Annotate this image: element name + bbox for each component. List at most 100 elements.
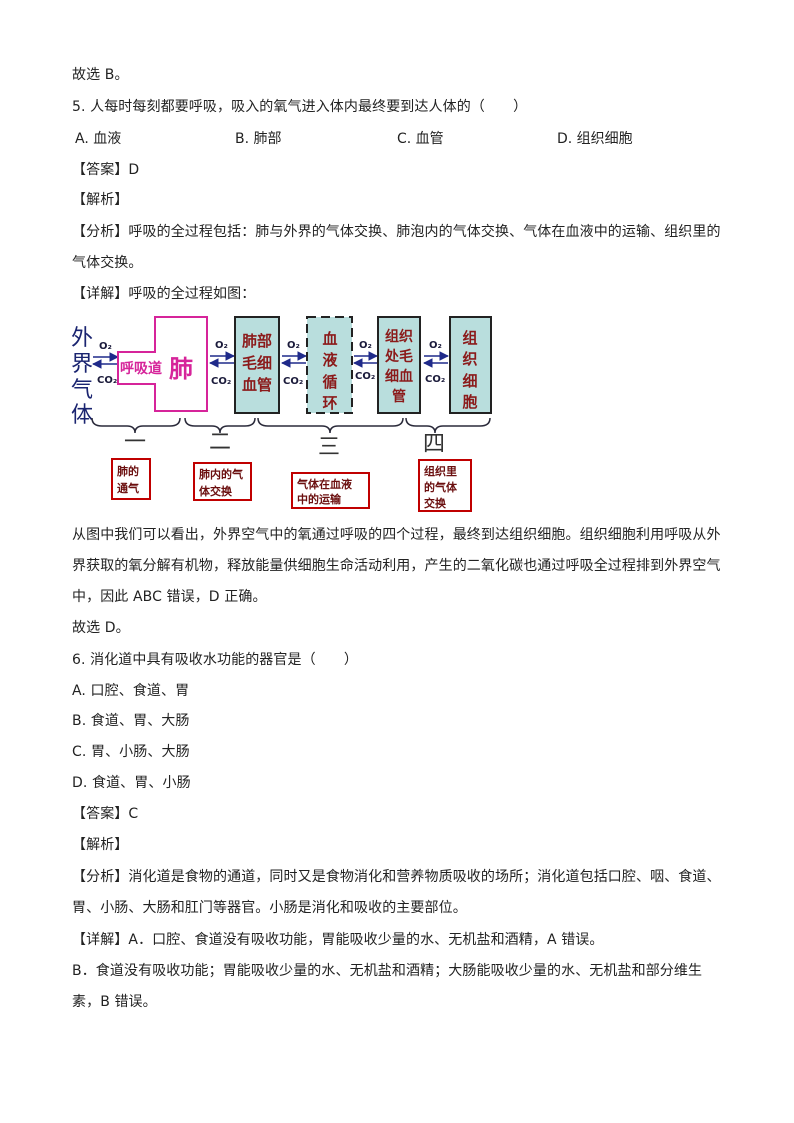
- stage-brace: [405, 417, 491, 434]
- o2-label: O₂: [429, 340, 442, 351]
- co2-label: CO₂: [355, 371, 375, 382]
- box-label-line: 循: [322, 373, 337, 391]
- prev-conclusion: 故选 B。: [72, 67, 129, 83]
- q5-answer: 【答案】D: [72, 162, 140, 178]
- box-frame: [377, 316, 421, 414]
- q5-conclusion: 故选 D。: [72, 620, 130, 636]
- q5-analysis-line: 气体交换。: [72, 255, 143, 271]
- outside-air-char: 体: [71, 403, 93, 428]
- stage-label-line: 肺的: [117, 464, 139, 478]
- gas-exchange-arrows-4: O₂ CO₂: [353, 340, 378, 382]
- tissue-cell-box: 组 织 细 胞: [449, 316, 492, 414]
- gas-exchange-arrows-2: O₂ CO₂: [209, 340, 235, 387]
- q6-detail-line: 【详解】A．口腔、食道没有吸收功能，胃能吸收少量的水、无机盐和酒精，A 错误。: [72, 932, 604, 948]
- q5-option-a: A. 血液: [75, 131, 122, 147]
- o2-label: O₂: [287, 340, 300, 351]
- q5-explanation-line: 中，因此 ABC 错误，D 正确。: [72, 589, 267, 605]
- q6-detail-line: 素，B 错误。: [72, 994, 157, 1010]
- q5-explanation-line: 界获取的氧分解有机物，释放能量供细胞生命活动利用，产生的二氧化碳也通过呼吸全过程…: [72, 558, 721, 574]
- q5-detail-intro: 【详解】呼吸的全过程如图：: [72, 286, 256, 302]
- stage-numeral: 三: [318, 435, 340, 460]
- q6-stem: 6. 消化道中具有吸收水功能的器官是（ ）: [72, 652, 359, 668]
- q6-analysis-line: 胃、小肠、大肠和肛门等器官。小肠是消化和吸收的主要部位。: [72, 900, 467, 916]
- gas-exchange-arrows-1: O₂ CO₂: [92, 341, 119, 386]
- stage-label-line: 组织里: [424, 464, 457, 478]
- outside-air-char: 气: [71, 378, 93, 403]
- co2-label: CO₂: [97, 375, 117, 386]
- box-label-line: 细: [462, 372, 477, 390]
- stage-brace: [257, 417, 404, 434]
- box-label-line: 组: [462, 329, 477, 347]
- q5-stem: 5. 人每时每刻都要呼吸，吸入的氧气进入体内最终要到达人体的（ ）: [72, 99, 528, 115]
- stage-1: 一 肺的 通气: [91, 417, 181, 500]
- co2-label: CO₂: [425, 374, 445, 385]
- pulmonary-capillary-box: 肺部 毛细 血管: [234, 316, 280, 414]
- box-label-line: 管: [392, 388, 406, 405]
- box-frame: [306, 316, 353, 414]
- stage-label-box: [111, 458, 151, 500]
- stage-4: 四 组织里 的气体 交换: [405, 417, 491, 512]
- lung-label: 肺: [169, 355, 193, 383]
- stage-label-line: 交换: [424, 496, 447, 510]
- stage-label-line: 的气体: [424, 480, 458, 494]
- stage-numeral: 四: [423, 432, 445, 457]
- box-label-line: 液: [322, 351, 338, 369]
- stage-2: 二 肺内的气 体交换: [184, 417, 256, 501]
- lung-diagram: 呼吸道 肺: [117, 316, 208, 412]
- blood-circulation-box: 血 液 循 环: [306, 316, 353, 414]
- q6-analysis-line: 【分析】消化道是食物的通道，同时又是食物消化和营养物质吸收的场所；消化道包括口腔…: [72, 869, 721, 885]
- q5-explanation-line: 从图中我们可以看出，外界空气中的氧通过呼吸的四个过程，最终到达组织细胞。组织细胞…: [72, 527, 721, 543]
- stage-label-box: [418, 459, 472, 512]
- stage-3: 三 气体在血液 中的运输: [257, 417, 404, 509]
- stage-brace: [91, 417, 181, 434]
- stage-label-box: [291, 472, 370, 509]
- box-label-line: 处毛: [384, 348, 413, 365]
- stage-label-line: 体交换: [199, 484, 233, 498]
- stage-label-line: 通气: [117, 481, 139, 495]
- co2-label: CO₂: [283, 376, 303, 387]
- box-label-line: 环: [322, 394, 337, 412]
- box-frame: [234, 316, 280, 414]
- q6-analysis-heading: 【解析】: [72, 837, 129, 853]
- box-label-line: 胞: [461, 393, 477, 411]
- q5-analysis-line: 【分析】呼吸的全过程包括：肺与外界的气体交换、肺泡内的气体交换、气体在血液中的运…: [72, 224, 721, 240]
- box-label-line: 肺部: [242, 332, 272, 350]
- stage-label-line: 肺内的气: [199, 467, 243, 481]
- box-label-line: 组织: [385, 328, 413, 345]
- stage-label-line: 气体在血液: [296, 477, 353, 491]
- box-label-line: 毛细: [242, 354, 272, 372]
- q6-option-b: B. 食道、胃、大肠: [72, 713, 190, 729]
- outside-air-char: 外: [71, 326, 93, 351]
- tissue-capillary-box: 组织 处毛 细血 管: [377, 316, 421, 414]
- respiratory-tract-label: 呼吸道: [120, 360, 162, 377]
- stage-label-box: [193, 462, 252, 501]
- stage-brace: [184, 417, 256, 434]
- q6-option-a: A. 口腔、食道、胃: [72, 683, 190, 699]
- q5-option-d: D. 组织细胞: [557, 131, 633, 147]
- stage-label-line: 中的运输: [297, 492, 342, 506]
- q6-option-d: D. 食道、胃、小肠: [72, 775, 191, 791]
- q6-option-c: C. 胃、小肠、大肠: [72, 744, 190, 760]
- lung-outline: [117, 316, 208, 412]
- box-label-line: 细血: [385, 368, 413, 385]
- gas-exchange-arrows-3: O₂ CO₂: [281, 340, 307, 387]
- gas-exchange-arrows-5: O₂ CO₂: [423, 340, 449, 385]
- q6-detail-line: B．食道没有吸收功能；胃能吸收少量的水、无机盐和酒精；大肠能吸收少量的水、无机盐…: [72, 963, 703, 979]
- box-frame: [449, 316, 492, 414]
- respiration-diagram: 外 界 气 体 O₂ CO₂ 呼吸道 肺 O₂ CO₂ 肺部: [71, 316, 492, 512]
- q5-option-b: B. 肺部: [235, 131, 282, 147]
- stage-numeral: 二: [209, 430, 231, 455]
- box-label-line: 血管: [242, 376, 272, 394]
- outside-air-char: 界: [71, 352, 93, 377]
- co2-label: CO₂: [211, 376, 231, 387]
- stage-numeral: 一: [124, 430, 146, 455]
- o2-label: O₂: [99, 341, 112, 352]
- box-label-line: 织: [462, 350, 477, 368]
- q5-option-c: C. 血管: [397, 131, 444, 147]
- q6-answer: 【答案】C: [72, 806, 139, 822]
- o2-label: O₂: [215, 340, 228, 351]
- q5-analysis-heading: 【解析】: [72, 192, 129, 208]
- box-label-line: 血: [322, 330, 337, 348]
- o2-label: O₂: [359, 340, 372, 351]
